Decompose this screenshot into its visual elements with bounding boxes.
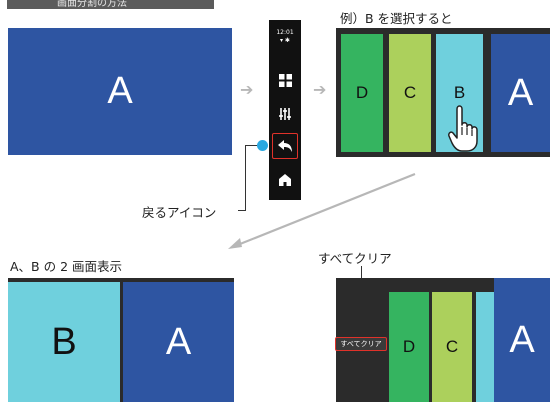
card-letter: B	[453, 83, 466, 102]
app-a-letter: A	[107, 70, 133, 112]
status-time: 12:01	[276, 29, 294, 36]
card-app-d[interactable]: D	[341, 34, 383, 152]
clear-all-callout: すべてクリア	[318, 251, 392, 266]
app-a-window[interactable]: A	[491, 34, 550, 152]
split-screen-panel: B A	[8, 278, 234, 402]
sliders-icon[interactable]	[269, 104, 301, 124]
app-a-window[interactable]: A	[494, 278, 550, 402]
card-letter: C	[403, 83, 417, 102]
card-letter: D	[355, 83, 369, 102]
nav-bar: 12:01 ▾ ✱	[269, 20, 301, 200]
callout-dot	[257, 140, 268, 151]
card-letter: D	[402, 337, 416, 356]
card-app-d[interactable]: D	[389, 292, 429, 402]
clear-all-label: すべてクリア	[340, 340, 382, 348]
card-app-b[interactable]	[476, 292, 498, 402]
example-caption: 例）B を選択すると	[340, 11, 453, 26]
app-a-letter: A	[507, 71, 534, 114]
split-caption: A、B の 2 画面表示	[10, 259, 122, 274]
grid-icon[interactable]	[269, 70, 301, 90]
card-app-c[interactable]: C	[389, 34, 431, 152]
arrow-down-left-icon	[228, 172, 416, 249]
app-switcher-panel: D C B A	[336, 28, 550, 157]
app-switcher-clear-panel: すべてクリア D C A	[335, 278, 550, 402]
callout-leader	[245, 145, 246, 211]
hand-pointer-icon	[448, 105, 478, 152]
back-icon-callout: 戻るアイコン	[142, 205, 217, 220]
app-a-window[interactable]: A	[123, 282, 234, 402]
card-letter: C	[445, 337, 459, 356]
arrow-right-icon: ➔	[240, 80, 254, 99]
top-tab-label: 画面分割の方法	[57, 0, 127, 9]
panel-single-app-a[interactable]: A	[8, 28, 232, 155]
app-b-window[interactable]: B	[8, 282, 120, 402]
back-icon	[278, 140, 292, 152]
app-b-letter: B	[51, 320, 77, 363]
home-icon[interactable]	[269, 170, 301, 190]
callout-leader	[238, 210, 246, 211]
clear-all-button[interactable]: すべてクリア	[335, 337, 387, 351]
card-app-c[interactable]: C	[432, 292, 472, 402]
back-button[interactable]	[272, 133, 298, 159]
app-a-letter: A	[165, 320, 192, 363]
status-icons: ▾ ✱	[280, 37, 290, 44]
top-tab: 画面分割の方法	[7, 0, 214, 9]
callout-leader	[245, 145, 257, 146]
app-a-letter: A	[509, 318, 535, 361]
arrow-right-icon: ➔	[313, 80, 327, 99]
